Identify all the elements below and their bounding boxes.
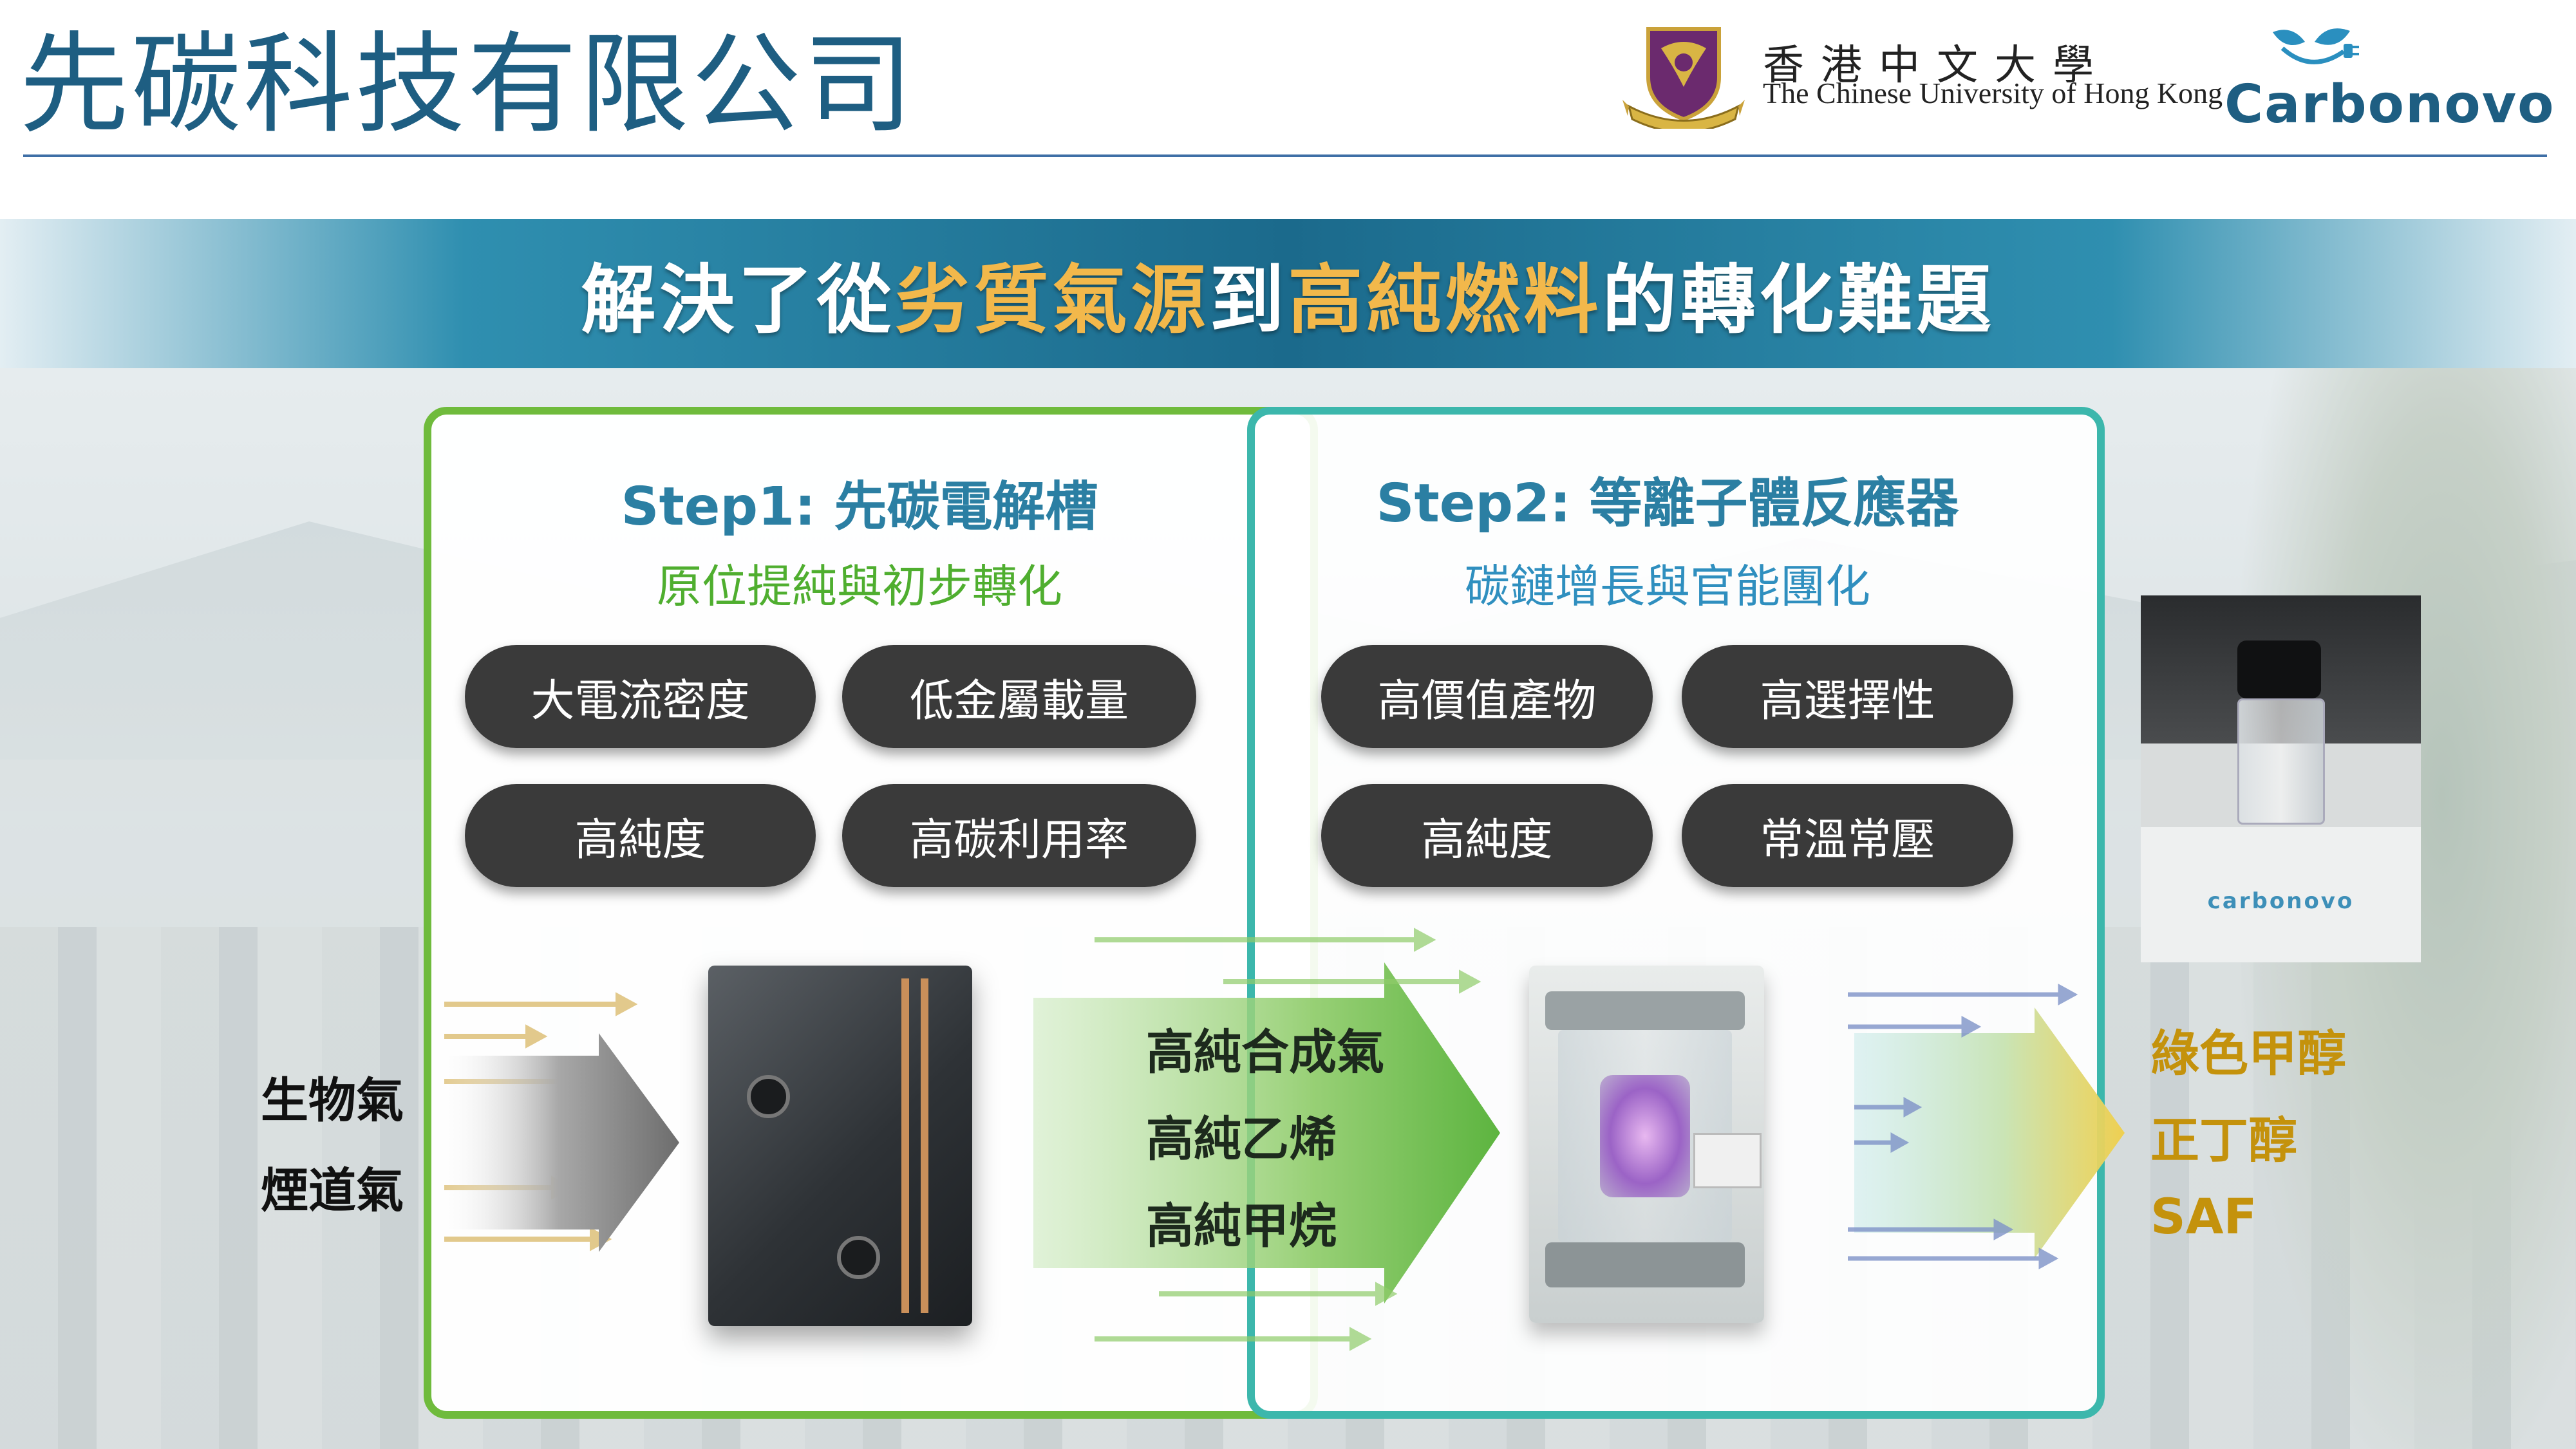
headline-highlight-inferior-gas: 劣質氣源 (895, 257, 1210, 344)
plasma-reactor-image (1529, 966, 1764, 1323)
step1-feature-metal-loading: 低金屬載量 (842, 645, 1196, 748)
step1-feature-current-density: 大電流密度 (465, 645, 816, 748)
step2-subtitle: 碳鏈增長與官能團化 (1465, 560, 1870, 613)
header: 先碳科技有限公司 香港中文大學 The Chinese University o… (0, 0, 2576, 219)
product-vial-image: carbonovo (2141, 595, 2421, 962)
process-flow-arrows (438, 928, 2125, 1351)
step1-feature-carbon-utilization: 高碳利用率 (842, 784, 1196, 887)
cuhk-chinese-name: 香港中文大學 (1763, 42, 2111, 89)
step2-feature-purity: 高純度 (1321, 784, 1653, 887)
step2-feature-selectivity: 高選擇性 (1682, 645, 2013, 748)
output-arrow (1854, 1007, 2125, 1258)
intermediate-methane: 高純甲烷 (1146, 1199, 1337, 1254)
vial-brand-label: carbonovo (2207, 888, 2355, 914)
step1-title: Step1: 先碳電解槽 (621, 476, 1098, 538)
headline-part2: 到 (1209, 257, 1288, 344)
step1-subtitle: 原位提純與初步轉化 (657, 560, 1062, 613)
product-green-methanol: 綠色甲醇 (2150, 1025, 2346, 1082)
intermediate-syngas: 高純合成氣 (1146, 1025, 1384, 1080)
carbonovo-leaf-plug-icon (2273, 28, 2359, 64)
headline-text: 解決了從 劣質氣源 到 高純燃料 的轉化難題 (0, 219, 2576, 368)
intermediate-arrow (1033, 962, 1500, 1304)
cuhk-english-name: The Chinese University of Hong Kong (1763, 77, 2223, 109)
step2-title: Step2: 等離子體反應器 (1376, 473, 1959, 534)
product-saf: SAF (2150, 1188, 2257, 1245)
step2-feature-high-value: 高價值產物 (1321, 645, 1653, 748)
headline-part3: 的轉化難題 (1602, 257, 1995, 344)
product-n-butanol: 正丁醇 (2150, 1112, 2297, 1169)
company-name: 先碳科技有限公司 (19, 21, 916, 149)
input-biogas: 生物氣 (261, 1073, 404, 1128)
input-arrow (438, 1033, 679, 1252)
headline-part1: 解決了從 (581, 257, 896, 344)
header-divider (23, 154, 2547, 157)
carbonovo-wordmark: Carbonovo (2224, 74, 2555, 135)
headline-banner: 解決了從 劣質氣源 到 高純燃料 的轉化難題 (0, 219, 2576, 368)
intermediate-ethylene: 高純乙烯 (1146, 1112, 1337, 1167)
electrolyzer-image (708, 966, 972, 1326)
input-flue-gas: 煙道氣 (261, 1163, 404, 1219)
headline-highlight-pure-fuel: 高純燃料 (1288, 257, 1603, 344)
cuhk-crest-icon (1622, 27, 1745, 129)
step1-feature-purity: 高純度 (465, 784, 816, 887)
step2-feature-ambient-conditions: 常溫常壓 (1682, 784, 2013, 887)
